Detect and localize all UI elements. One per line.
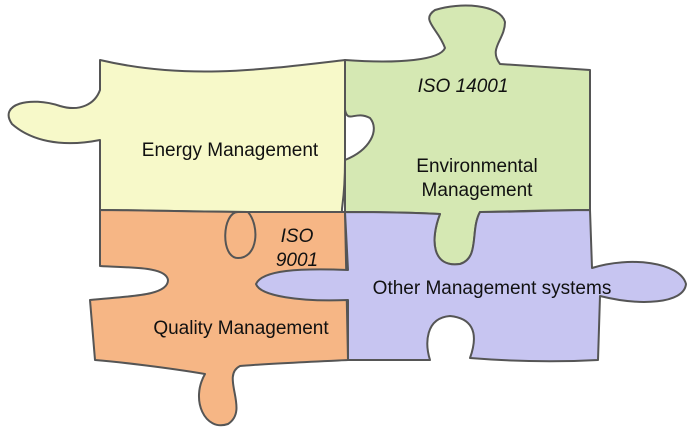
iso-9001-label-line2: 9001 xyxy=(276,250,318,271)
other-management-piece xyxy=(255,209,687,363)
iso-14001-label: ISO 14001 xyxy=(418,76,509,97)
quality-management-label: Quality Management xyxy=(153,318,329,339)
environmental-label-line1: Environmental xyxy=(416,156,537,177)
energy-management-label: Energy Management xyxy=(142,140,319,161)
quality-management-piece xyxy=(89,209,349,427)
environmental-label-line2: Management xyxy=(422,180,534,201)
other-management-label: Other Management systems xyxy=(373,278,612,299)
iso-9001-label-line1: ISO xyxy=(281,226,314,247)
